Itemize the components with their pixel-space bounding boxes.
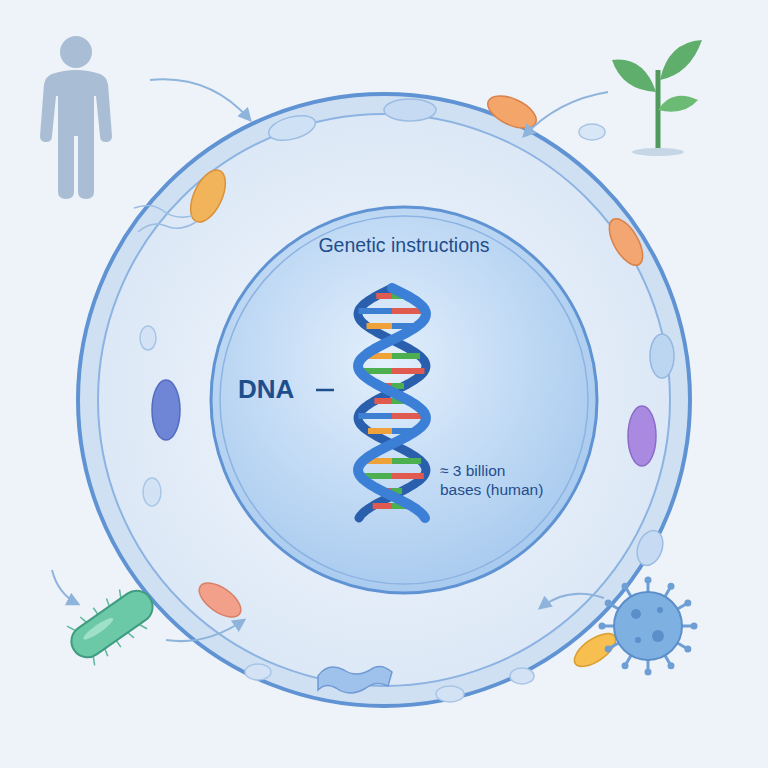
cell-membrane bbox=[78, 94, 690, 706]
human-figure bbox=[40, 36, 112, 199]
organelles bbox=[134, 89, 674, 702]
cytoplasm bbox=[98, 114, 670, 686]
nucleus: Genetic instructionsDNA ≈ 3 billion bases… bbox=[208, 204, 600, 596]
dna-helix bbox=[316, 288, 426, 518]
size-note: ≈ 3 billion bases (human) bbox=[440, 462, 544, 500]
heading: Genetic instructions bbox=[318, 234, 490, 258]
dna-label: DNA bbox=[238, 374, 318, 406]
plant bbox=[612, 40, 702, 156]
arrows bbox=[52, 79, 608, 641]
bacterium bbox=[61, 578, 164, 670]
virus bbox=[599, 577, 698, 676]
